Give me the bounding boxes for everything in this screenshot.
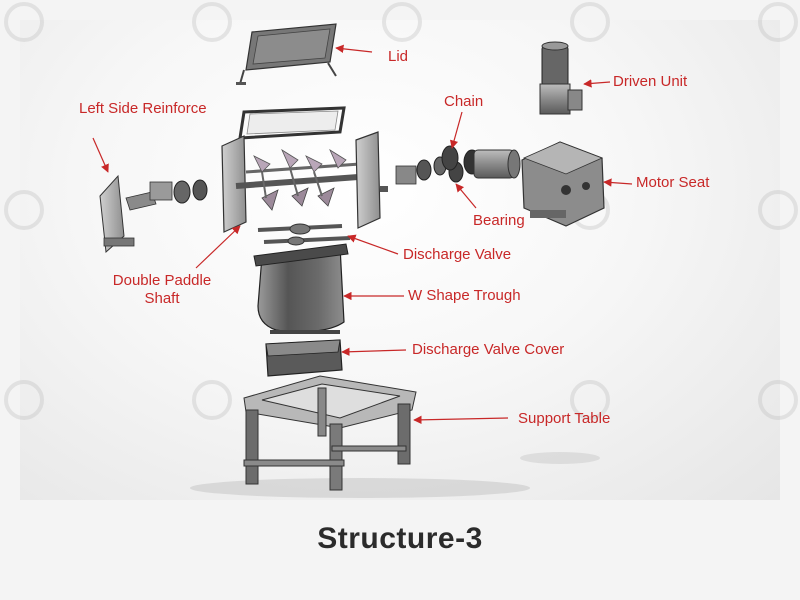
watermark-logo	[192, 380, 232, 420]
label-motor-seat: Motor Seat	[636, 174, 710, 191]
watermark-logo	[4, 190, 44, 230]
lid-frame-part	[238, 106, 346, 140]
driven-unit-part	[539, 41, 583, 115]
label-double-paddle-shaft-line1: Double Paddle	[112, 272, 212, 289]
leader-lines	[92, 44, 633, 425]
label-w-shape-trough: W Shape Trough	[408, 287, 521, 304]
double-paddle-shaft-part	[235, 148, 373, 211]
label-discharge-valve-cover: Discharge Valve Cover	[412, 341, 565, 358]
table-shadow	[190, 478, 530, 498]
right-end-plate-part	[355, 131, 388, 229]
label-chain: Chain	[444, 93, 484, 110]
label-lid: Lid	[388, 48, 409, 65]
lid-part	[236, 23, 337, 85]
left-end-plate-part	[221, 135, 247, 233]
support-table-part	[243, 375, 417, 491]
label-left-side-reinforce: Left Side Reinforce	[79, 100, 207, 117]
watermark-logo	[192, 2, 232, 42]
watermark-logo	[4, 380, 44, 420]
label-discharge-valve: Discharge Valve	[403, 246, 512, 263]
left-side-reinforce-part	[99, 174, 208, 254]
table-shadow	[520, 452, 600, 464]
motor-part	[473, 149, 521, 179]
discharge-valve-cover-part	[265, 339, 343, 377]
w-shape-trough-part	[253, 243, 349, 334]
label-bearing: Bearing	[473, 212, 525, 229]
watermark-logo	[570, 2, 610, 42]
motor-seat-part	[521, 141, 605, 227]
discharge-valve-part	[257, 223, 351, 246]
watermark-logo	[758, 190, 798, 230]
label-driven-unit: Driven Unit	[613, 73, 688, 90]
watermark-logo	[570, 380, 610, 420]
label-double-paddle-shaft-line2: Shaft	[144, 290, 180, 307]
label-support-table: Support Table	[518, 410, 611, 427]
watermark-logo	[758, 2, 798, 42]
watermark-logo	[382, 2, 422, 42]
watermark-logo	[4, 2, 44, 42]
watermark-logo	[758, 380, 798, 420]
label-double-paddle-shaft: Double Paddle Shaft	[104, 272, 220, 308]
caption-title: Structure-3	[317, 522, 483, 555]
